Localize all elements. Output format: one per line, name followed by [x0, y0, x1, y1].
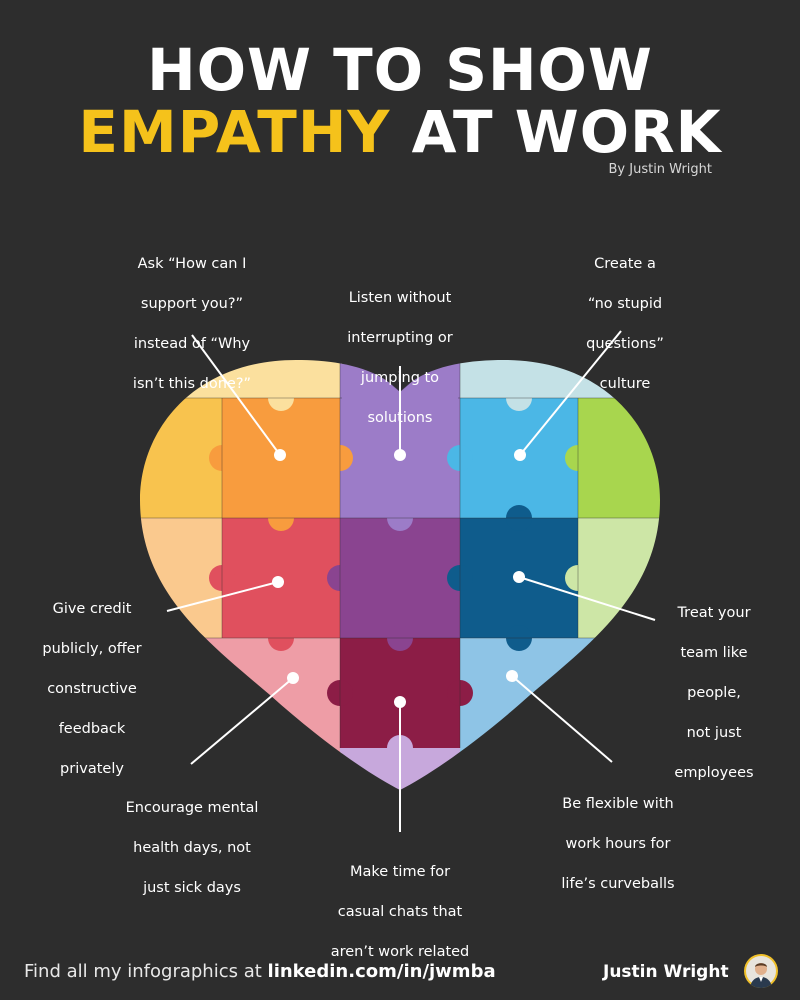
- tip-line: Ask “How can I: [137, 256, 247, 272]
- tip-line: interrupting or: [347, 330, 453, 346]
- dot-3: [514, 449, 526, 461]
- puzzle-knobs: [209, 385, 591, 761]
- tip-line: support you?”: [140, 296, 244, 312]
- footer-link[interactable]: linkedin.com/in/jwmba: [267, 961, 496, 982]
- tip-line: Create a: [594, 256, 656, 272]
- tip-line: employees: [674, 765, 754, 781]
- tip-line: culture: [599, 376, 651, 392]
- footer-author-name: Justin Wright: [603, 962, 729, 982]
- connector-4: [166, 581, 279, 612]
- tip-line: solutions: [367, 410, 433, 426]
- connector-3: [519, 330, 622, 456]
- tip-line: Listen without: [348, 290, 452, 306]
- byline: By Justin Wright: [608, 162, 713, 177]
- footer-link-text: Find all my infographics at linkedin.com…: [24, 961, 496, 982]
- tip-line: privately: [60, 761, 124, 777]
- title-highlight: EMPATHY: [78, 98, 391, 166]
- connector-5: [518, 576, 656, 621]
- tip-line: Encourage mental: [125, 800, 259, 816]
- tip-line: questions”: [586, 336, 664, 352]
- tip-line: not just: [686, 725, 742, 741]
- dot-6: [287, 672, 299, 684]
- tip-line: constructive: [47, 681, 137, 697]
- title-rest: AT WORK: [411, 98, 722, 166]
- footer-prefix: Find all my infographics at: [24, 961, 262, 982]
- tip-casual-chats: Make time for casual chats that aren’t w…: [305, 842, 495, 982]
- piece-purple-mid: [340, 518, 460, 638]
- tip-line: just sick days: [143, 880, 241, 896]
- tip-line: isn’t this done?”: [132, 376, 252, 392]
- dot-2: [394, 449, 406, 461]
- dot-5: [513, 571, 525, 583]
- tip-line: people,: [687, 685, 741, 701]
- tip-line: team like: [680, 645, 748, 661]
- connectors: [166, 330, 656, 832]
- tip-line: Treat your: [677, 605, 751, 621]
- tip-people: Treat your team like people, not just em…: [652, 583, 776, 803]
- tip-credit: Give credit publicly, offer constructive…: [22, 579, 162, 799]
- tip-line: Give credit: [52, 601, 132, 617]
- author-avatar: [744, 954, 778, 988]
- tip-mental-health: Encourage mental health days, not just s…: [102, 778, 282, 918]
- piece-seams: [140, 360, 660, 748]
- piece-right-upper: [578, 398, 660, 518]
- tip-line: instead of “Why: [133, 336, 251, 352]
- connector-8: [511, 675, 613, 763]
- dot-7: [394, 696, 406, 708]
- tip-line: Make time for: [349, 864, 451, 880]
- dot-4: [272, 576, 284, 588]
- tip-line: health days, not: [133, 840, 251, 856]
- tip-line: work hours for: [565, 836, 671, 852]
- connector-1: [191, 334, 281, 456]
- tip-line: aren’t work related: [330, 944, 470, 960]
- title-line-2: EMPATHY AT WORK: [0, 98, 800, 166]
- tip-line: feedback: [58, 721, 126, 737]
- tip-line: jumping to: [360, 370, 440, 386]
- tip-support: Ask “How can I support you?” instead of …: [112, 234, 272, 414]
- dot-8: [506, 670, 518, 682]
- dot-1: [274, 449, 286, 461]
- tip-line: publicly, offer: [42, 641, 142, 657]
- tip-listen: Listen without interrupting or jumping t…: [320, 268, 480, 448]
- tip-line: Be flexible with: [562, 796, 674, 812]
- tip-line: life’s curveballs: [561, 876, 675, 892]
- tip-line: casual chats that: [337, 904, 463, 920]
- title-line-1: HOW TO SHOW: [147, 36, 653, 104]
- tip-line: “no stupid: [587, 296, 663, 312]
- connector-6: [190, 677, 294, 765]
- avatar-portrait-icon: [746, 956, 776, 988]
- connector-dots: [272, 449, 526, 708]
- piece-left-upper: [140, 398, 222, 518]
- tip-questions: Create a “no stupid questions” culture: [550, 234, 700, 414]
- tip-flexible: Be flexible with work hours for life’s c…: [528, 774, 708, 914]
